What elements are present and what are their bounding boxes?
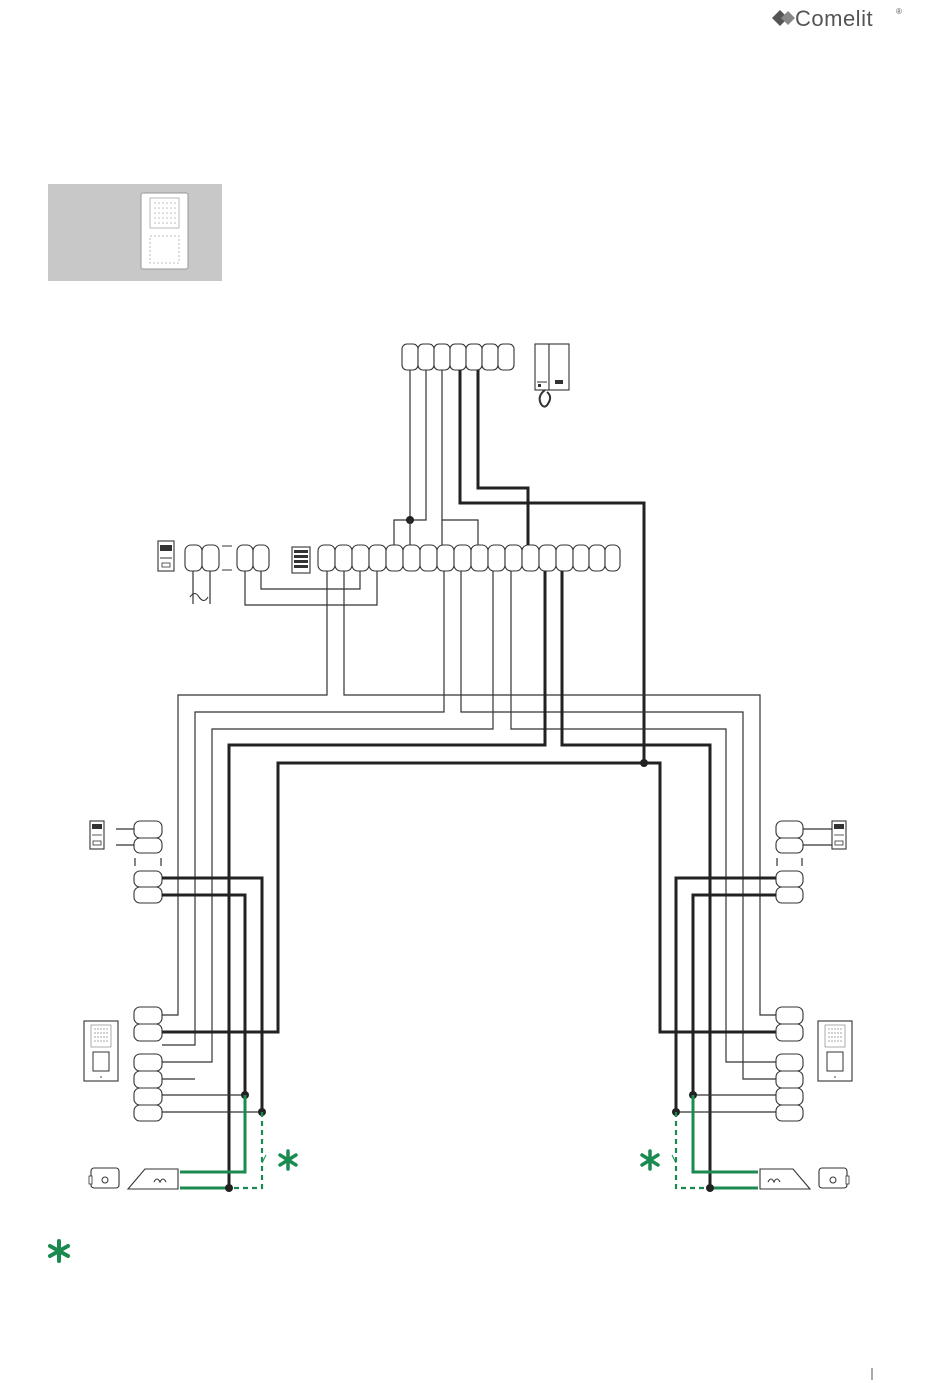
left-relay-module-icon [90,821,134,849]
logo-registered-mark: ® [896,7,902,16]
footnote-asterisk-icon [50,1241,68,1261]
right-entrance-panel-icon [818,1021,852,1081]
intercom-handset-icon [535,344,569,407]
controller-terminal-block [318,545,620,571]
entrance-panel-thumbnail [48,184,222,281]
left-panel-terminals [134,1007,162,1121]
controller-icon [292,547,310,573]
ac-symbol [190,571,210,604]
right-panel-wires [672,1091,776,1116]
left-door-lock-icon [128,1169,178,1189]
right-door-lock-icon [760,1169,810,1189]
left-panel-wires [162,1079,266,1116]
left-entrance-panel-icon [84,1021,118,1081]
logo-mark-icon [772,10,795,26]
right-camera-icon [819,1168,849,1188]
power-supply-icon [158,541,174,571]
right-relay-module-icon [803,821,846,849]
handset-terminal-block [402,344,514,370]
right-asterisk-icon [642,1151,658,1169]
right-relay-terminals [776,821,803,903]
power-controller-wires [245,571,377,605]
left-relay-terminals [134,821,162,903]
left-asterisk-icon [280,1151,296,1169]
logo-text: Comelit [795,6,873,31]
left-lock-wiring [180,1095,266,1192]
right-panel-terminals [776,1007,803,1121]
left-camera-icon [89,1168,119,1188]
right-lock-wiring [672,1095,758,1192]
comelit-logo: Comelit ® [772,6,902,31]
power-terminal-block [185,545,269,571]
